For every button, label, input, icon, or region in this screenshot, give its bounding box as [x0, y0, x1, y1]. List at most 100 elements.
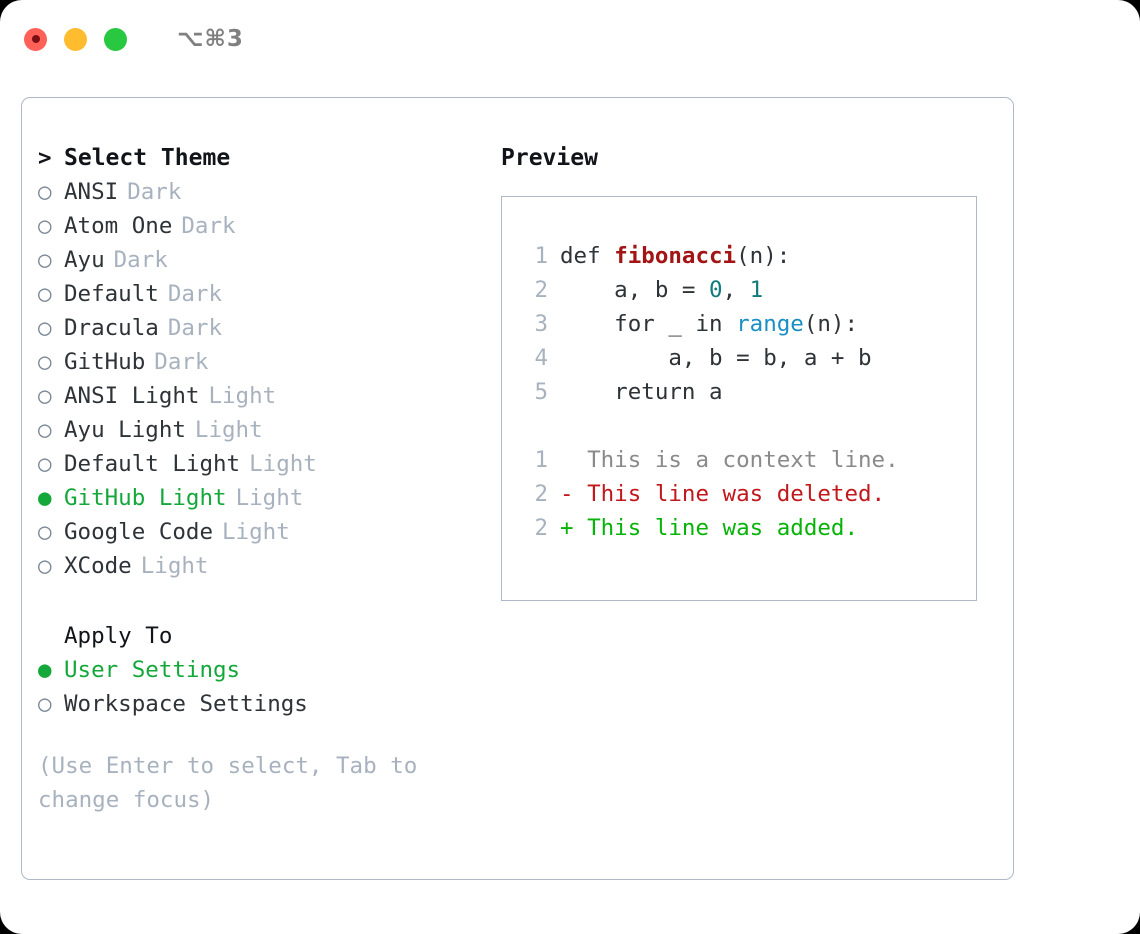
- code-token: fibonacci: [614, 243, 737, 269]
- code-token: for _ in: [560, 311, 737, 337]
- diff-sign: +: [560, 515, 574, 541]
- apply-to-label: User Settings: [64, 657, 241, 683]
- line-number: 2: [534, 481, 548, 507]
- minimize-button[interactable]: [64, 27, 87, 51]
- preview-title: Preview: [501, 145, 598, 171]
- theme-variant-label: Light: [222, 519, 290, 545]
- diff-text: This is a context line.: [573, 447, 899, 473]
- theme-name: XCode: [64, 553, 132, 579]
- radio-unselected-icon: ○: [38, 281, 52, 307]
- theme-name: ANSI: [64, 179, 119, 205]
- theme-list-item[interactable]: ○ XCode Light: [38, 549, 498, 583]
- code-token: (n):: [803, 311, 859, 337]
- theme-name: Default: [64, 281, 159, 307]
- line-number: 3: [534, 311, 548, 337]
- code-token: 1: [749, 277, 764, 303]
- code-token: a, b =: [560, 277, 710, 303]
- theme-variant-label: Light: [140, 553, 209, 579]
- diff-line: 2- This line was deleted.: [522, 477, 976, 511]
- theme-list-item[interactable]: ○ Default Dark: [38, 277, 498, 311]
- theme-list-item[interactable]: ○ Dracula Dark: [38, 311, 498, 345]
- theme-name: ANSI Light: [64, 383, 200, 409]
- code-token: range: [736, 311, 804, 337]
- radio-unselected-icon: ○: [38, 383, 52, 409]
- theme-list-item[interactable]: ○ Atom One Dark: [38, 209, 498, 243]
- theme-list-item[interactable]: ○ ANSI Dark: [38, 175, 498, 209]
- apply-to-list: ● User Settings ○ Workspace Settings: [38, 653, 498, 721]
- radio-unselected-icon: ○: [38, 213, 52, 239]
- apply-to-option[interactable]: ● User Settings: [38, 653, 498, 687]
- line-number: 2: [534, 277, 548, 303]
- theme-variant-label: Light: [208, 383, 277, 409]
- radio-unselected-icon: ○: [38, 451, 52, 477]
- diff-sign: [560, 443, 574, 477]
- code-line: 1 def fibonacci(n):: [522, 239, 976, 273]
- apply-to-header: Apply To: [64, 623, 173, 649]
- theme-variant-label: Light: [235, 485, 304, 511]
- radio-unselected-icon: ○: [38, 349, 52, 375]
- diff-sign: -: [560, 481, 574, 507]
- theme-name: Atom One: [64, 213, 173, 239]
- section-spacer: [38, 583, 498, 619]
- radio-unselected-icon: ○: [38, 417, 52, 443]
- line-number: 2: [534, 515, 548, 541]
- radio-selected-icon: ●: [38, 657, 52, 683]
- code-token: ,: [722, 277, 750, 303]
- radio-unselected-icon: ○: [38, 519, 52, 545]
- select-theme-label: Select Theme: [64, 145, 231, 171]
- diff-line: 1 This is a context line.: [522, 443, 976, 477]
- diff-text: This line was deleted.: [573, 481, 886, 507]
- theme-variant-label: Light: [249, 451, 317, 477]
- theme-variant-label: Dark: [127, 179, 182, 205]
- apply-to-option[interactable]: ○ Workspace Settings: [38, 687, 498, 721]
- theme-variant-label: Dark: [113, 247, 168, 273]
- code-line: 3 for _ in range(n):: [522, 307, 976, 341]
- code-token: (n):: [736, 243, 791, 269]
- diff-line: 2 + This line was added.: [522, 511, 976, 545]
- diff-sample: 1 This is a context line.2- This line wa…: [522, 443, 976, 545]
- theme-variant-label: Light: [194, 417, 263, 443]
- theme-variant-label: Dark: [167, 315, 223, 341]
- code-token: return a: [560, 379, 723, 405]
- keyboard-shortcut-label: ⌥⌘3: [177, 26, 244, 52]
- close-button[interactable]: [24, 27, 47, 51]
- theme-name: GitHub Light: [64, 485, 227, 511]
- maximize-button[interactable]: [104, 27, 127, 51]
- theme-variant-label: Dark: [181, 213, 236, 239]
- code-token: a, b = b, a + b: [560, 345, 872, 371]
- window-controls: [24, 27, 127, 51]
- radio-selected-icon: ●: [38, 485, 52, 511]
- theme-list-item[interactable]: ● GitHub Light Light: [38, 481, 498, 515]
- theme-variant-label: Dark: [167, 281, 223, 307]
- line-number: 1: [534, 243, 548, 269]
- theme-list-item[interactable]: ○ Default Light Light: [38, 447, 498, 481]
- code-token: 0: [709, 277, 723, 303]
- apply-to-label: Workspace Settings: [64, 691, 308, 717]
- radio-unselected-icon: ○: [38, 179, 52, 205]
- radio-unselected-icon: ○: [38, 553, 52, 579]
- radio-unselected-icon: ○: [38, 315, 52, 341]
- line-number: 4: [534, 345, 548, 371]
- theme-list-item[interactable]: ○ Ayu Light Light: [38, 413, 498, 447]
- code-token: def: [560, 243, 615, 269]
- theme-list-item[interactable]: ○ ANSI Light Light: [38, 379, 498, 413]
- theme-name: Ayu Light: [64, 417, 186, 443]
- code-line: 2 a, b = 0, 1: [522, 273, 976, 307]
- code-line: 5 return a: [522, 375, 976, 409]
- prompt-caret-icon: >: [38, 145, 52, 171]
- theme-name: Ayu: [64, 247, 105, 273]
- theme-name: Default Light: [64, 451, 241, 477]
- theme-name: Dracula: [64, 315, 159, 341]
- diff-text: This line was added.: [573, 515, 859, 541]
- theme-variant-label: Dark: [154, 349, 209, 375]
- radio-unselected-icon: ○: [38, 691, 52, 717]
